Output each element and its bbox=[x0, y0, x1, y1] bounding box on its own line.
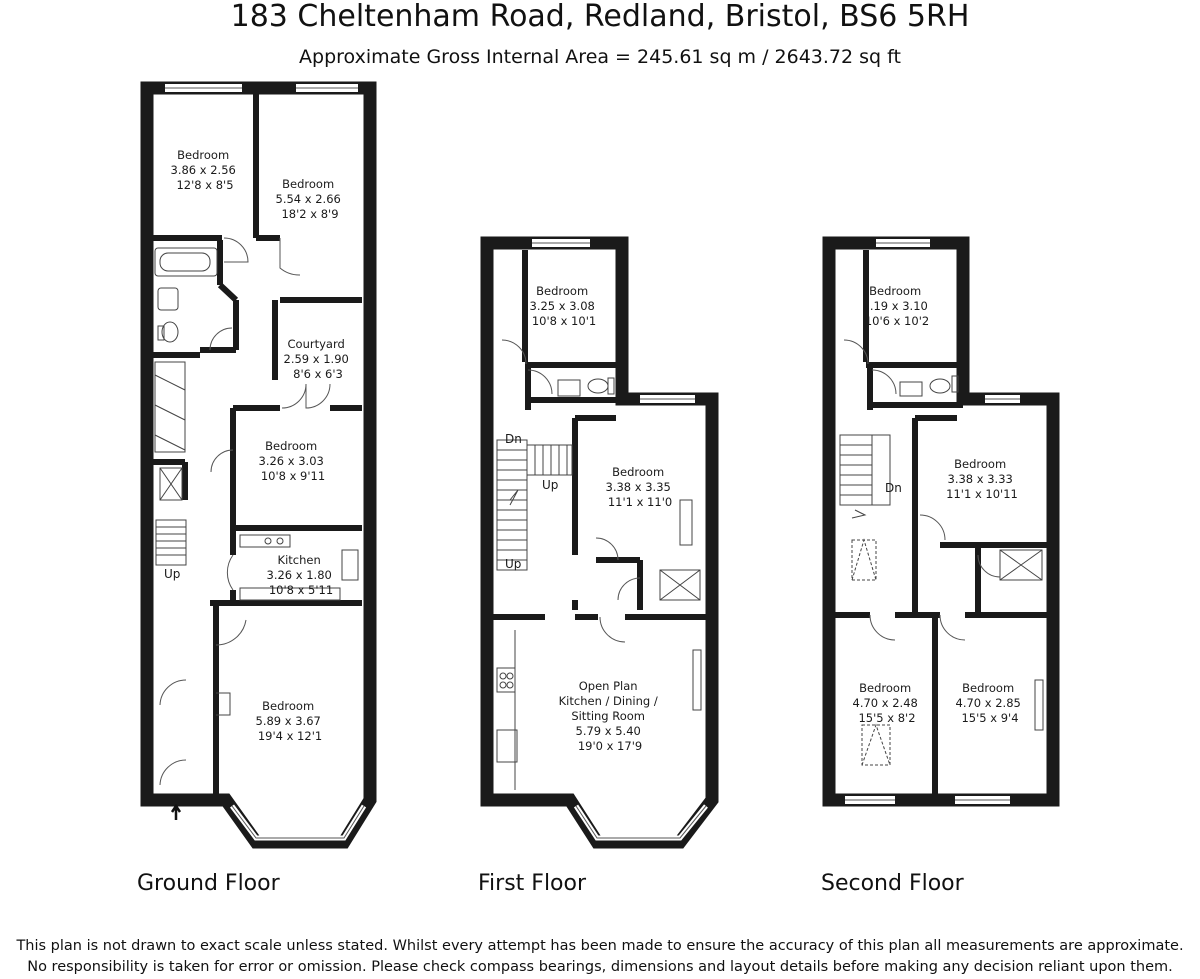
plan-title: 183 Cheltenham Road, Redland, Bristol, B… bbox=[230, 0, 970, 34]
first-bedroom-a-label: Bedroom 3.25 x 3.08 10'8 x 10'1 bbox=[530, 284, 599, 328]
second-stairs-down-label: Dn bbox=[885, 481, 902, 495]
ground-floor-label: Ground Floor bbox=[137, 871, 280, 896]
ground-kitchen-label: Kitchen 3.26 x 1.80 10'8 x 5'11 bbox=[267, 553, 336, 597]
second-bedroom-a-label: Bedroom 3.19 x 3.10 10'6 x 10'2 bbox=[863, 284, 932, 328]
first-door-swings bbox=[501, 339, 641, 643]
first-stairs-up bbox=[526, 444, 573, 476]
first-interior-walls bbox=[493, 250, 706, 620]
ground-bedroom-d-label: Bedroom 5.89 x 3.67 19'4 x 12'1 bbox=[256, 699, 325, 743]
first-stairs-down-label: Dn bbox=[505, 432, 522, 446]
ground-bedroom-c-label: Bedroom 3.26 x 3.03 10'8 x 9'11 bbox=[259, 439, 328, 483]
second-floor-plan bbox=[822, 236, 1060, 807]
hob-fixture bbox=[239, 534, 291, 548]
second-bedroom-c-label: Bedroom 4.70 x 2.48 15'5 x 8'2 bbox=[853, 681, 922, 725]
basin-fixture bbox=[157, 287, 179, 311]
first-fixtures bbox=[496, 377, 702, 790]
toilet-fixture bbox=[587, 378, 609, 394]
ground-door-swings bbox=[159, 237, 331, 786]
velux-window bbox=[851, 539, 877, 581]
basin-fixture bbox=[557, 379, 581, 397]
shower-fixture bbox=[159, 467, 183, 501]
second-bedroom-b-label: Bedroom 3.38 x 3.33 11'1 x 10'11 bbox=[946, 457, 1018, 501]
first-bay-window bbox=[575, 805, 707, 839]
first-bedroom-b-label: Bedroom 3.38 x 3.35 11'1 x 11'0 bbox=[606, 465, 675, 509]
entrance-arrow-icon bbox=[170, 803, 182, 820]
ground-bedroom-b-label: Bedroom 5.54 x 2.66 18'2 x 8'9 bbox=[276, 177, 345, 221]
sink-fixture bbox=[341, 549, 359, 581]
disclaimer-line-2: No responsibility is taken for error or … bbox=[27, 959, 1173, 975]
second-bedroom-d-label: Bedroom 4.70 x 2.85 15'5 x 9'4 bbox=[956, 681, 1025, 725]
gross-area-text: Approximate Gross Internal Area = 245.61… bbox=[299, 46, 901, 68]
ground-courtyard-label: Courtyard 2.59 x 1.90 8'6 x 6'3 bbox=[284, 337, 353, 381]
wardrobe-fixture bbox=[154, 361, 186, 453]
bath-fixture bbox=[154, 247, 218, 277]
ground-stairs-up-label: Up bbox=[164, 567, 180, 581]
ground-stairs bbox=[155, 519, 187, 566]
fireplace-fixture bbox=[679, 499, 693, 546]
hob-fixture bbox=[496, 667, 516, 693]
toilet-fixture bbox=[161, 321, 179, 343]
second-fixtures bbox=[839, 375, 1044, 766]
second-interior-walls bbox=[835, 250, 1047, 795]
first-stairs-up-label: Up bbox=[542, 478, 558, 492]
first-open-plan-label: Open Plan Kitchen / Dining / Sitting Roo… bbox=[559, 679, 662, 753]
second-door-swings bbox=[843, 339, 1001, 641]
second-outer-wall bbox=[822, 236, 1060, 807]
ground-fixtures bbox=[154, 247, 359, 716]
first-floor-label: First Floor bbox=[478, 871, 587, 896]
shower-fixture bbox=[659, 569, 701, 601]
basin-fixture bbox=[899, 381, 923, 397]
shower-fixture bbox=[999, 549, 1043, 581]
ground-bedroom-a-label: Bedroom 3.86 x 2.56 12'8 x 8'5 bbox=[171, 148, 240, 192]
toilet-fixture bbox=[929, 378, 951, 394]
first-stairs-up-label-2: Up bbox=[505, 557, 521, 571]
first-floor-plan bbox=[480, 236, 719, 849]
ground-bay-window-line bbox=[231, 805, 365, 839]
sink-fixture bbox=[496, 729, 518, 763]
velux-window bbox=[861, 724, 891, 766]
ground-outer-wall bbox=[140, 81, 377, 849]
disclaimer-line-1: This plan is not drawn to exact scale un… bbox=[16, 938, 1184, 954]
ground-interior-walls bbox=[153, 90, 362, 800]
ground-floor-plan bbox=[140, 81, 377, 849]
first-stairs bbox=[496, 439, 528, 571]
second-floor-label: Second Floor bbox=[821, 871, 964, 896]
